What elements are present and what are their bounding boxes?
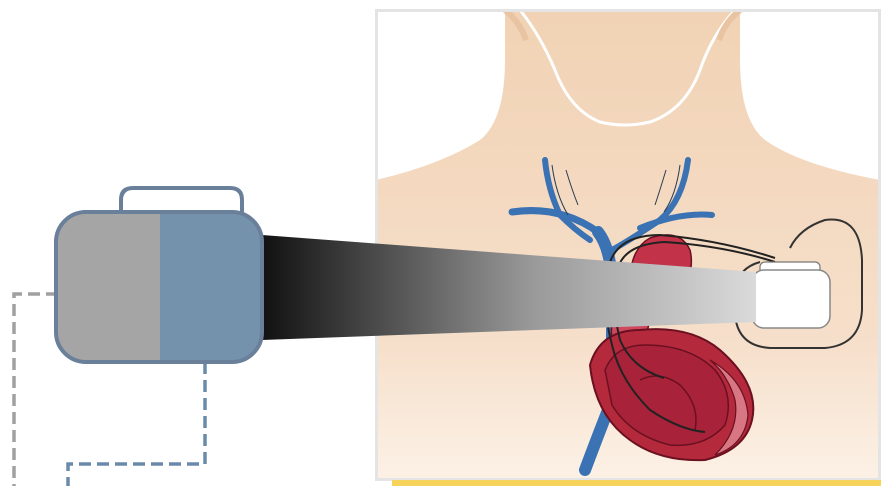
chest-panel (376, 10, 880, 480)
accent-strip (392, 480, 881, 486)
device-handle (121, 188, 242, 213)
implanted-generator-icon (752, 262, 830, 328)
pacemaker-device-icon (56, 188, 262, 362)
gray-wire (14, 294, 58, 486)
blue-wire (68, 362, 205, 486)
